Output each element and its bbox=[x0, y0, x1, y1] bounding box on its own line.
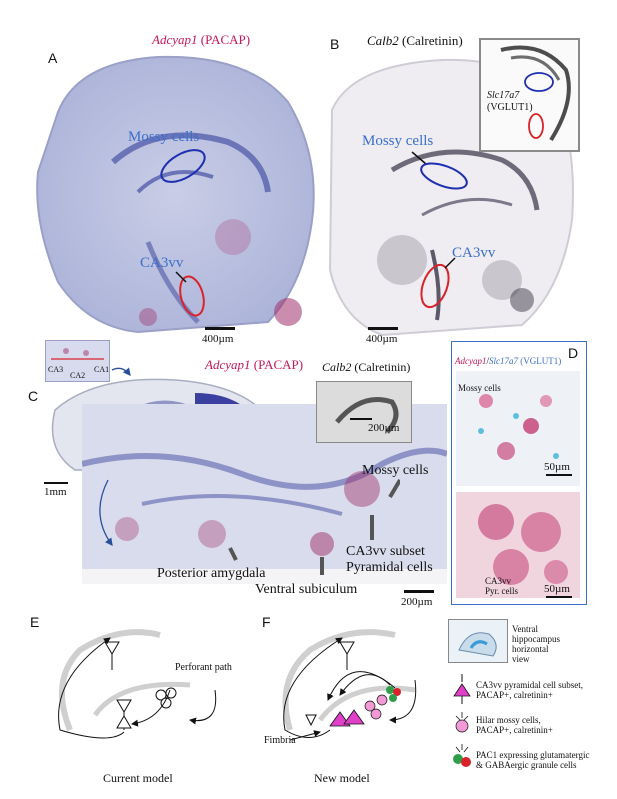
panel-d-pyr-label: Pyr. cells bbox=[485, 586, 518, 596]
panel-d-letter: D bbox=[568, 345, 579, 361]
panel-b-ca3-ellipse bbox=[420, 257, 456, 309]
panel-a-ca3-ellipse bbox=[175, 271, 205, 317]
legend-inset-text: Ventral hippocampus horizontal view bbox=[512, 624, 560, 664]
panel-f-diagram bbox=[282, 629, 417, 741]
panel-a-protein: (PACAP) bbox=[200, 32, 251, 47]
panel-c-arrows bbox=[99, 367, 400, 575]
legend-inset-line-2: hippocampus bbox=[512, 634, 560, 644]
panel-f-caption: New model bbox=[314, 771, 370, 785]
panel-a-image bbox=[18, 42, 316, 342]
panel-b-ca3-label: CA3vv bbox=[452, 245, 496, 261]
panel-c-overview-scalebar bbox=[44, 482, 68, 484]
panel-a-gene: Adcyap1 bbox=[152, 32, 198, 47]
panel-b-scalebar bbox=[368, 327, 398, 330]
panel-d-title: Adcyap1/Slc17a7 (VGLUT1) bbox=[455, 356, 561, 366]
panel-d-top-scalebar bbox=[546, 474, 572, 476]
panel-b-letter: B bbox=[330, 36, 340, 52]
panel-d-gene-a: Adcyap1 bbox=[455, 356, 487, 366]
panel-b-protein: (Calretinin) bbox=[402, 33, 463, 48]
legend-inset-line-4: view bbox=[512, 654, 530, 664]
panel-a-title: Adcyap1 (PACAP) bbox=[152, 32, 250, 48]
panel-b-inset: Slc17a7 (VGLUT1) bbox=[479, 38, 580, 152]
panel-a-scale-label: 400µm bbox=[202, 333, 234, 345]
panel-c-calb2-inset bbox=[316, 381, 412, 443]
panel-e-caption: Current model bbox=[103, 771, 173, 785]
panel-b-gene: Calb2 bbox=[367, 33, 399, 48]
panel-d-bottom-scale-label: 50µm bbox=[544, 583, 570, 595]
legend-item-2-line-1: Hilar mossy cells, bbox=[476, 715, 541, 725]
legend-item-1: CA3vv pyramidal cell subset, PACAP+, cal… bbox=[476, 680, 583, 700]
panel-c-calb2-title: Calb2 (Calretinin) bbox=[322, 360, 410, 375]
panel-b-mossy-label: Mossy cells bbox=[362, 133, 434, 149]
panel-c-main-scalebar bbox=[404, 590, 434, 593]
panel-c-calb2-scale-label: 200µm bbox=[368, 422, 400, 434]
panel-c-calb2-protein: (Calretinin) bbox=[354, 360, 411, 374]
panel-c-protein: (PACAP) bbox=[253, 357, 304, 372]
legend-item-1-line-1: CA3vv pyramidal cell subset, bbox=[476, 680, 583, 690]
panel-c-calb2-gene: Calb2 bbox=[322, 360, 352, 374]
panel-d-bottom-scalebar bbox=[546, 596, 572, 598]
panel-b-title: Calb2 (Calretinin) bbox=[367, 33, 463, 49]
panel-b-inset-protein: (VGLUT1) bbox=[487, 102, 533, 113]
panel-e-diagram bbox=[58, 629, 217, 739]
panel-b-mossy-ellipse bbox=[411, 151, 468, 190]
panel-e-letter: E bbox=[30, 614, 40, 630]
legend-item-3: PAC1 expressing glutamatergic & GABAergi… bbox=[476, 750, 590, 770]
legend-item-3-line-1: PAC1 expressing glutamatergic bbox=[476, 750, 590, 760]
panel-c-main-scale-label: 200µm bbox=[401, 596, 433, 608]
panel-b-inset-gene: Slc17a7 bbox=[487, 90, 520, 101]
panel-c-ca-inset: CA3 CA2 CA1 bbox=[45, 340, 110, 382]
panel-c-inset-ca3: CA3 bbox=[48, 365, 64, 374]
panel-d-top-scale-label: 50µm bbox=[544, 461, 570, 473]
panel-e-perforant-label: Perforant path bbox=[175, 662, 232, 673]
panel-c-mossy-label: Mossy cells bbox=[362, 463, 429, 478]
panel-c-ventral-subiculum: Ventral subiculum bbox=[255, 582, 358, 597]
panel-d-ca3-label: CA3vv bbox=[485, 576, 512, 586]
panel-d-top-image bbox=[456, 371, 580, 486]
legend-granule-symbol bbox=[453, 744, 471, 767]
panel-c-letter: C bbox=[28, 388, 39, 404]
panel-c-calb2-scalebar bbox=[350, 418, 372, 420]
panel-c-inset-ca1: CA1 bbox=[94, 365, 110, 374]
panel-c-gene: Adcyap1 bbox=[205, 357, 251, 372]
legend-item-2-line-2: PACAP+, calretinin+ bbox=[476, 725, 553, 735]
panel-a-mossy-ellipse bbox=[160, 149, 206, 183]
legend-inset-line-3: horizontal bbox=[512, 644, 549, 654]
panel-c-posterior-amygdala: Posterior amygdala bbox=[157, 566, 266, 581]
panel-c-title: Adcyap1 (PACAP) bbox=[205, 357, 303, 373]
legend-item-3-line-2: & GABAergic granule cells bbox=[476, 760, 577, 770]
panel-d-mossy-label: Mossy cells bbox=[458, 383, 501, 393]
legend-mossy-symbol bbox=[455, 712, 469, 733]
panel-d-slash: / bbox=[486, 356, 490, 366]
panel-f-letter: F bbox=[262, 614, 271, 630]
panel-b-scale-label: 400µm bbox=[366, 333, 398, 345]
panel-d-bottom-image bbox=[456, 492, 580, 598]
panel-a-mossy-label: Mossy cells bbox=[128, 129, 200, 145]
legend-item-2: Hilar mossy cells, PACAP+, calretinin+ bbox=[476, 715, 553, 735]
panel-a-ca3-label: CA3vv bbox=[140, 255, 184, 271]
panel-c-pyramidal: Pyramidal cells bbox=[346, 560, 433, 575]
panel-c-overview-scale-label: 1mm bbox=[44, 486, 67, 498]
legend-inset-image bbox=[448, 619, 508, 663]
legend-inset-line-1: Ventral bbox=[512, 624, 538, 634]
panel-a-scalebar bbox=[205, 327, 235, 330]
panel-a-letter: A bbox=[48, 50, 58, 66]
legend-pyramidal-symbol bbox=[453, 674, 471, 704]
panel-d-protein: (VGLUT1) bbox=[520, 356, 562, 366]
panel-f-fimbria-label: Fimbria bbox=[264, 735, 296, 746]
legend-item-1-line-2: PACAP+, calretinin+ bbox=[476, 690, 553, 700]
panel-c-ca3-subset: CA3vv subset bbox=[346, 544, 425, 559]
panel-c-inset-ca2: CA2 bbox=[70, 371, 86, 380]
panel-d-gene-b: Slc17a7 bbox=[489, 356, 519, 366]
